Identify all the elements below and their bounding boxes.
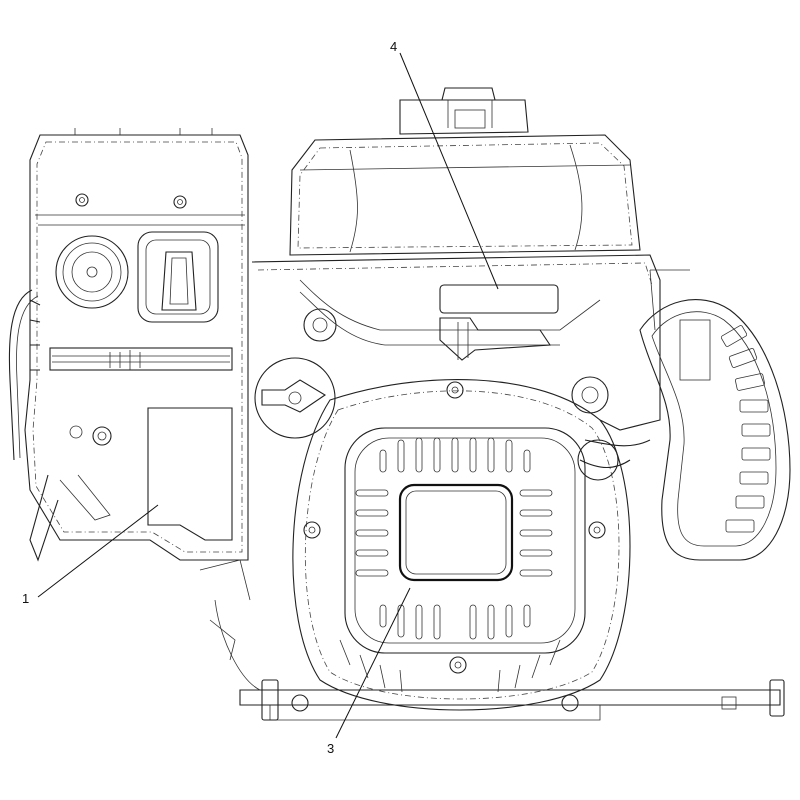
starter-handle — [577, 269, 791, 561]
leader-lines — [37, 52, 499, 739]
callout-1: 1 — [22, 591, 29, 606]
callout-3: 3 — [327, 741, 334, 756]
fuel-line — [8, 289, 111, 562]
recoil-starter-housing — [292, 378, 631, 711]
control-panel-housing — [24, 128, 249, 561]
leader-line-1 — [37, 504, 159, 598]
engine-base — [199, 559, 785, 721]
engine-block — [251, 254, 661, 439]
air-filter-cover — [289, 87, 641, 256]
leader-line-4 — [399, 52, 499, 290]
callout-4: 4 — [390, 39, 397, 54]
leader-line-3 — [335, 587, 411, 739]
